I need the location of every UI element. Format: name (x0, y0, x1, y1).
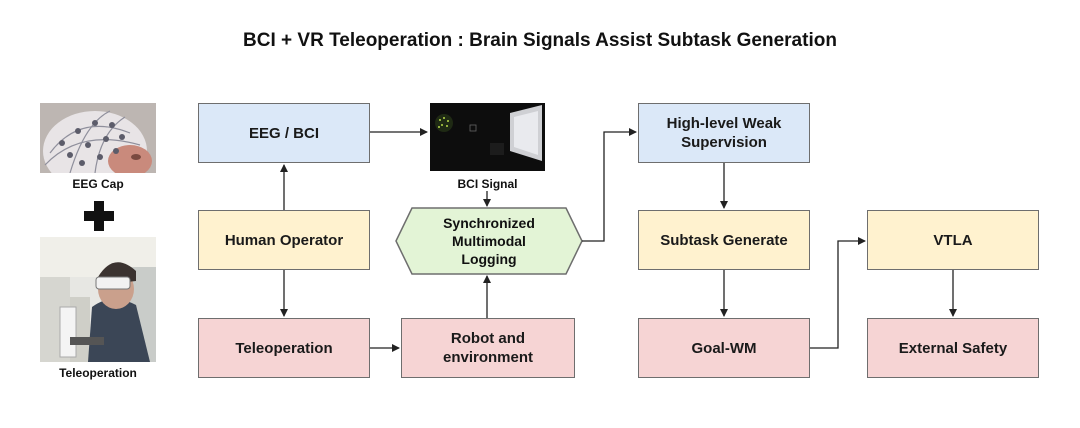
eeg-bci-node: EEG / BCI (198, 103, 370, 163)
eeg-cap-photo (40, 103, 156, 173)
teleoperation-caption: Teleoperation (59, 366, 137, 380)
bci-signal-photo (430, 103, 545, 171)
teleoperation-photo (40, 237, 156, 362)
teleoperation-node: Teleoperation (198, 318, 370, 378)
eeg-cap-caption: EEG Cap (72, 177, 124, 191)
robot-environment-node: Robot and environment (401, 318, 575, 378)
bci-signal-caption: BCI Signal (457, 177, 518, 191)
human-operator-node: Human Operator (198, 210, 370, 270)
subtask-generate-node: Subtask Generate (638, 210, 810, 270)
sync-logging-node: Synchronized Multimodal Logging (443, 215, 535, 267)
arrow-logging-to-highlevel (582, 128, 637, 242)
arrow-goalwm-to-vtla (810, 237, 866, 349)
high-level-supervision-node: High-level Weak Supervision (638, 103, 810, 163)
plus-icon (84, 201, 114, 231)
vtla-node: VTLA (867, 210, 1039, 270)
diagram-title: BCI + VR Teleoperation : Brain Signals A… (243, 30, 837, 51)
external-safety-node: External Safety (867, 318, 1039, 378)
goal-wm-node: Goal-WM (638, 318, 810, 378)
